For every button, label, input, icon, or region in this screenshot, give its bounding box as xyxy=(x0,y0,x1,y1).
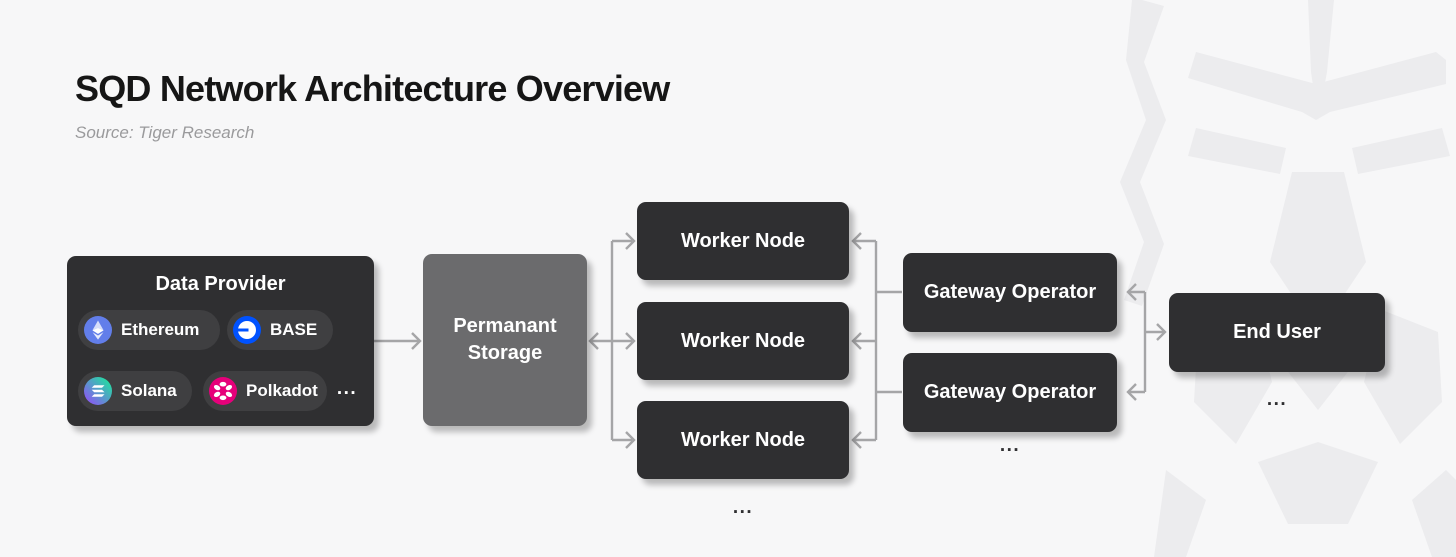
worker-node-label: Worker Node xyxy=(680,428,806,451)
chip-label: Ethereum xyxy=(121,320,200,339)
permanent-storage-node: Permanant Storage xyxy=(423,254,587,426)
chip-ethereum: Ethereum xyxy=(78,310,220,350)
solana-icon xyxy=(84,377,112,405)
worker-node-1: Worker Node xyxy=(637,202,849,280)
gateway-operator-1: Gateway Operator xyxy=(903,253,1117,332)
chip-label: Polkadot xyxy=(246,381,318,400)
worker-node-2: Worker Node xyxy=(637,302,849,380)
gateway-operator-2: Gateway Operator xyxy=(903,353,1117,432)
data-provider-node: Data Provider Ethereum BASE xyxy=(67,256,374,426)
source-caption: Source: Tiger Research xyxy=(75,123,255,142)
worker-node-label: Worker Node xyxy=(680,229,806,252)
chip-base: BASE xyxy=(227,310,333,350)
chip-label: BASE xyxy=(270,320,318,339)
end-user-ellipsis: ... xyxy=(1266,389,1288,410)
base-icon xyxy=(233,316,261,344)
gateway-operator-label: Gateway Operator xyxy=(923,281,1097,303)
header: SQD Network Architecture Overview Source… xyxy=(75,68,670,143)
data-provider-title: Data Provider xyxy=(155,273,286,295)
worker-node-label: Worker Node xyxy=(680,329,806,352)
gateway-operator-label: Gateway Operator xyxy=(923,381,1097,403)
worker-nodes-ellipsis: ... xyxy=(732,497,754,518)
worker-node-3: Worker Node xyxy=(637,401,849,479)
data-provider-ellipsis: ... xyxy=(336,378,358,399)
gateway-operators-ellipsis: ... xyxy=(999,435,1021,456)
chip-solana: Solana xyxy=(78,371,192,411)
permanent-storage-label: Permanant Storage xyxy=(453,315,557,364)
polkadot-icon xyxy=(209,377,237,405)
chip-label: Solana xyxy=(121,381,177,400)
end-user-label: End User xyxy=(1233,321,1321,343)
ethereum-icon xyxy=(84,316,112,344)
page-title: SQD Network Architecture Overview xyxy=(75,68,670,109)
chip-polkadot: Polkadot xyxy=(203,371,327,411)
end-user-node: End User xyxy=(1169,293,1385,372)
